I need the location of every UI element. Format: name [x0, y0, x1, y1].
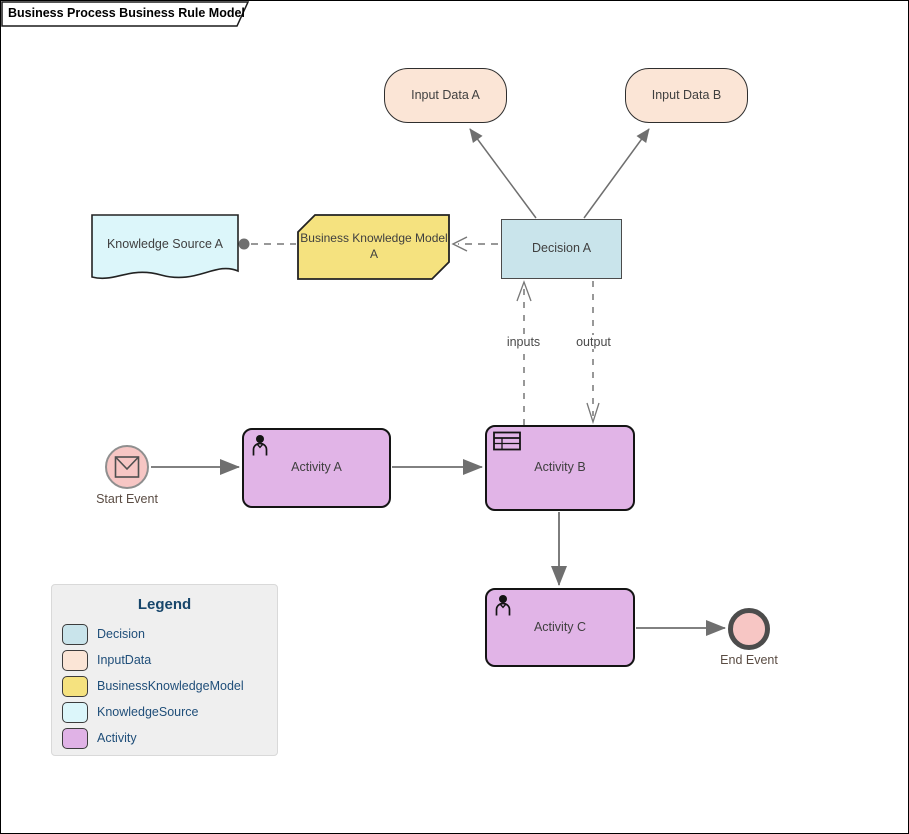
- activity-b-label: Activity B: [534, 460, 586, 475]
- end-event-label: End Event: [720, 653, 778, 667]
- legend-label-businessknowledgemodel: BusinessKnowledgeModel: [97, 679, 244, 693]
- legend-panel: Legend Decision InputData BusinessKnowle…: [51, 584, 278, 756]
- legend-label-activity: Activity: [97, 731, 137, 745]
- legend-swatch-activity: [62, 727, 88, 749]
- user-task-icon: [493, 594, 516, 621]
- legend-label-knowledgesource: KnowledgeSource: [97, 705, 199, 719]
- activity-c-label: Activity C: [533, 619, 587, 634]
- legend-item-businessknowledgemodel: BusinessKnowledgeModel: [62, 675, 244, 697]
- legend-label-inputdata: InputData: [97, 653, 152, 667]
- node-decision-a[interactable]: Decision A: [501, 219, 622, 279]
- legend-item-decision: Decision: [62, 623, 145, 645]
- legend-swatch-inputdata: [62, 649, 88, 671]
- legend-title: Legend: [137, 596, 192, 613]
- edge-decision-to-bkm[interactable]: [451, 236, 498, 252]
- edge-knowledge-source-to-bkm[interactable]: [238, 238, 297, 250]
- legend-item-knowledgesource: KnowledgeSource: [62, 701, 198, 723]
- node-input-data-a[interactable]: Input Data A: [384, 68, 507, 123]
- edge-label-inputs: inputs: [496, 335, 551, 349]
- legend-item-activity: Activity: [62, 727, 137, 749]
- decision-a-label: Decision A: [531, 241, 592, 256]
- legend-item-inputdata: InputData: [62, 649, 151, 671]
- node-start-event[interactable]: [105, 445, 149, 489]
- envelope-icon: [114, 455, 140, 479]
- edge-label-output: output: [566, 335, 621, 349]
- legend-swatch-decision: [62, 623, 88, 645]
- legend-swatch-businessknowledgemodel: [62, 675, 88, 697]
- node-activity-b[interactable]: Activity B: [485, 425, 635, 511]
- node-end-event[interactable]: [728, 608, 770, 650]
- knowledge-source-a-label: Knowledge Source A: [106, 236, 224, 251]
- edge-decision-to-input-data-b[interactable]: [583, 128, 650, 219]
- business-rule-task-icon: [493, 431, 521, 458]
- business-knowledge-model-a-label: Business Knowledge Model A: [300, 231, 448, 261]
- legend-swatch-knowledgesource: [62, 701, 88, 723]
- activity-a-label: Activity A: [291, 460, 342, 475]
- edge-decision-to-input-data-a[interactable]: [469, 128, 537, 219]
- node-input-data-b[interactable]: Input Data B: [625, 68, 748, 123]
- edge-activity-b-to-decision-inputs[interactable]: [516, 280, 532, 425]
- node-activity-c[interactable]: Activity C: [485, 588, 635, 667]
- node-activity-a[interactable]: Activity A: [242, 428, 391, 508]
- input-data-b-label: Input Data B: [651, 87, 722, 102]
- legend-label-decision: Decision: [97, 627, 145, 641]
- edge-decision-to-activity-b-output[interactable]: [586, 281, 600, 425]
- start-event-label: Start Event: [96, 492, 158, 506]
- diagram-title: Business Process Business Rule Model: [8, 6, 245, 20]
- user-task-icon: [250, 434, 273, 461]
- input-data-a-label: Input Data A: [411, 87, 480, 102]
